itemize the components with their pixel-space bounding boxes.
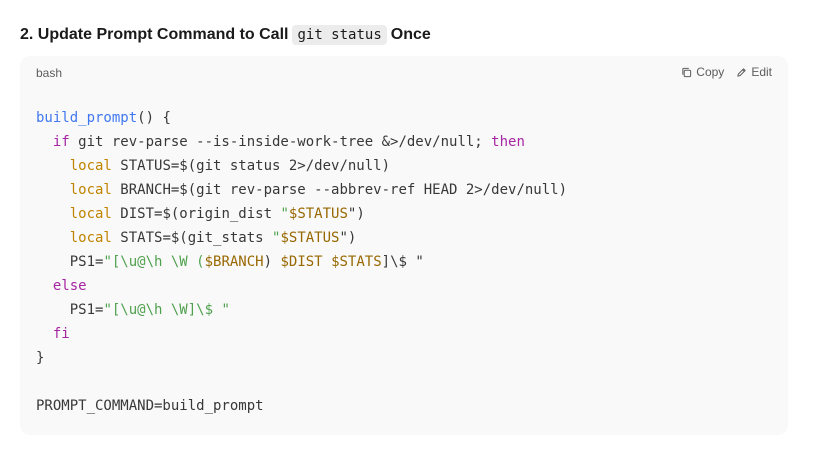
code-line: if git rev-parse --is-inside-work-tree &… [36, 130, 567, 154]
code-token: "[\u@\h \W ( [103, 254, 205, 270]
code-token: $DIST [280, 254, 323, 270]
code-token: ) [263, 254, 281, 270]
code-token: BRANCH=$(git rev-parse --abbrev-ref HEAD… [111, 182, 568, 198]
code-line: local DIST=$(origin_dist "$STATUS") [36, 202, 567, 226]
code-content: build_prompt() { if git rev-parse --is-i… [36, 106, 567, 418]
copy-button-label: Copy [696, 65, 725, 79]
code-token: if [52, 134, 70, 150]
code-token: local [69, 206, 112, 222]
copy-button[interactable]: Copy [681, 65, 724, 79]
code-token: $BRANCH [204, 254, 264, 270]
code-token: STATS=$(git_stats [111, 230, 273, 246]
code-line: PROMPT_COMMAND=build_prompt [36, 394, 567, 418]
pencil-icon [736, 67, 747, 78]
heading-text-suffix: Once [390, 26, 431, 43]
code-line: local BRANCH=$(git rev-parse --abbrev-re… [36, 178, 567, 202]
code-token: local [69, 182, 112, 198]
code-line: local STATS=$(git_stats "$STATUS") [36, 226, 567, 250]
edit-button-label: Edit [751, 65, 772, 79]
code-token: PS1= [69, 302, 104, 318]
heading-inline-code: git status [292, 25, 387, 45]
code-token: " [272, 230, 281, 246]
code-token: git rev-parse --is-inside-work-tree &>/d… [69, 134, 492, 150]
code-line: local STATUS=$(git status 2>/dev/null) [36, 154, 567, 178]
code-line: } [36, 346, 567, 370]
code-token: STATUS=$(git status 2>/dev/null) [111, 158, 391, 174]
code-line: else [36, 274, 567, 298]
code-token: local [69, 230, 112, 246]
code-token: then [491, 134, 525, 150]
code-token: () { [137, 110, 171, 126]
code-token: $STATS [331, 254, 382, 270]
code-token: } [36, 350, 45, 366]
code-line: fi [36, 322, 567, 346]
code-token: PROMPT_COMMAND=build_prompt [36, 398, 264, 414]
code-token: DIST=$(origin_dist [111, 206, 281, 222]
code-line: build_prompt() { [36, 106, 567, 130]
code-token: " [280, 206, 289, 222]
code-token: local [69, 158, 112, 174]
heading-text-prefix: 2. Update Prompt Command to Call [20, 26, 289, 43]
code-token: ") [339, 230, 357, 246]
section-heading: 2. Update Prompt Command to Call git sta… [20, 23, 431, 47]
code-block: bash Copy Edit [20, 56, 788, 435]
code-token: fi [52, 326, 70, 342]
code-token: build_prompt [36, 110, 138, 126]
code-token [323, 254, 331, 270]
code-line: PS1="[\u@\h \W]\$ " [36, 298, 567, 322]
code-token: else [52, 278, 87, 294]
code-block-actions: Copy Edit [681, 65, 772, 79]
code-token: $STATUS [288, 206, 348, 222]
code-language-label: bash [36, 66, 63, 80]
edit-button[interactable]: Edit [736, 65, 772, 79]
code-line: PS1="[\u@\h \W ($BRANCH) $DIST $STATS]\$… [36, 250, 567, 274]
code-token: $STATUS [280, 230, 340, 246]
code-token: ") [347, 206, 365, 222]
code-line [36, 370, 567, 394]
code-block-header: bash Copy Edit [20, 56, 788, 88]
copy-icon [681, 67, 692, 78]
code-token: ]\$ " [381, 254, 424, 270]
code-token: "[\u@\h \W]\$ " [103, 302, 230, 318]
code-token: PS1= [69, 254, 104, 270]
